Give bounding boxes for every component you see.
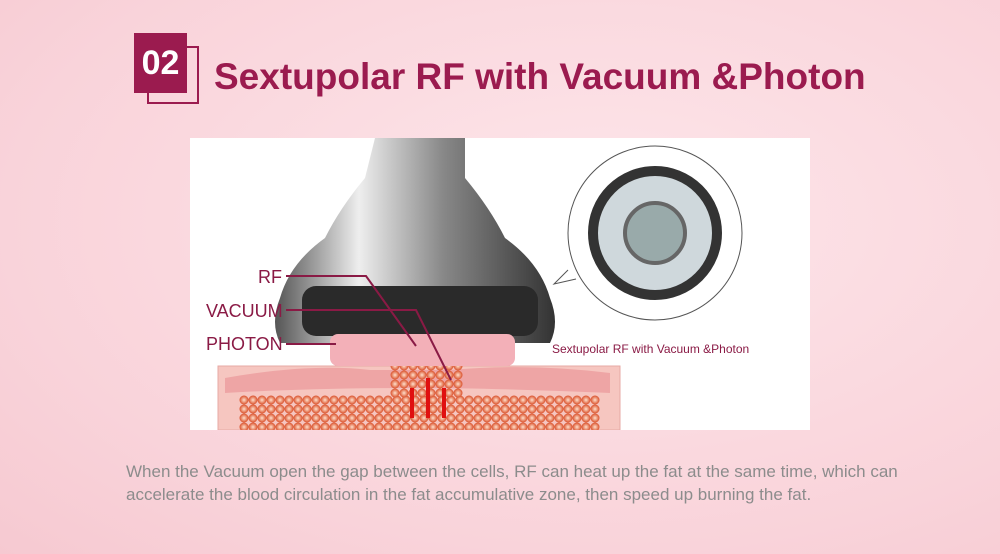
inset-caption: Sextupolar RF with Vacuum &Photon: [552, 342, 750, 356]
page-title: Sextupolar RF with Vacuum &Photon: [214, 56, 866, 97]
product-diagram: RF VACUUM PHOTON Sextupolar RF with Vacu…: [190, 138, 810, 430]
section-number-badge: 02: [134, 33, 187, 93]
label-vacuum: VACUUM: [206, 301, 283, 321]
fat-cells: [239, 361, 600, 430]
label-rf: RF: [258, 267, 282, 287]
label-photon: PHOTON: [206, 334, 283, 354]
device-illustration: [217, 138, 743, 430]
description-text: When the Vacuum open the gap between the…: [126, 462, 898, 504]
